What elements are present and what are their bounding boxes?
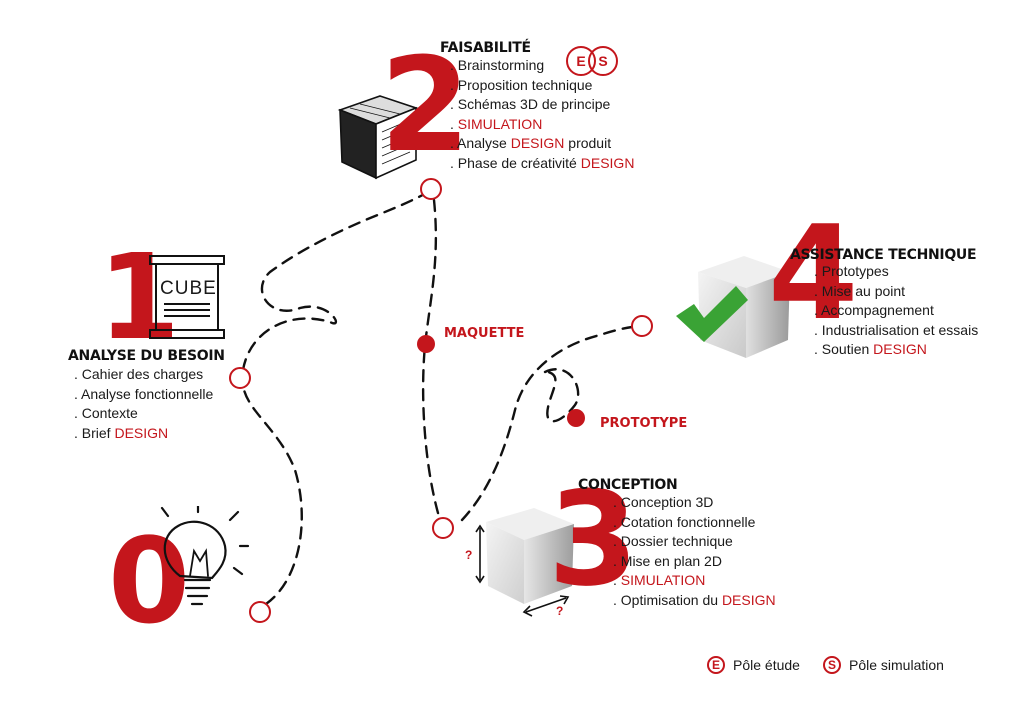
- step-4-list: . Prototypes . Mise au point . Accompagn…: [814, 262, 978, 360]
- sketch-cube-icon: [337, 95, 419, 180]
- step-3-item: . Conception 3D: [613, 494, 714, 510]
- phase-design: DESIGN: [580, 154, 635, 171]
- path-prototype-loop: [543, 368, 580, 423]
- path-2-to-3: [421, 198, 442, 522]
- step-4-block: ASSISTANCE TECHNIQUE . Prototypes . Mise…: [790, 247, 978, 360]
- soutien-prefix: . Soutien: [814, 341, 874, 357]
- cube-document-icon: [149, 255, 225, 339]
- path-node-step1: [229, 367, 251, 389]
- step-1-block: ANALYSE DU BESOIN . Cahier des charges .…: [68, 348, 225, 443]
- white-cube-icon: [475, 508, 574, 617]
- path-node-step3: [432, 517, 454, 539]
- simulation-red: SIMULATION: [620, 572, 706, 588]
- path-0-to-1: [241, 382, 303, 606]
- analyse-prefix: . Analyse: [450, 135, 511, 151]
- step-3-item-simulation: . SIMULATION: [613, 571, 776, 591]
- step-2-item: . Brainstorming: [450, 57, 545, 73]
- step-1-item: . Analyse fonctionnelle: [74, 385, 214, 402]
- step-4-item: . Prototypes: [814, 263, 889, 279]
- cube-label: CUBE: [160, 278, 217, 299]
- step-1-item-brief: . Brief DESIGN: [74, 424, 225, 444]
- badge-s-icon: S: [588, 46, 618, 76]
- brief-design: DESIGN: [114, 424, 169, 441]
- step-2-list: . Brainstorming . Proposition technique …: [450, 56, 634, 173]
- path-node-start: [249, 601, 271, 623]
- legend-e-icon: E: [707, 656, 725, 674]
- step-3-list: . Conception 3D . Cotation fonctionnelle…: [613, 493, 776, 610]
- step-1-item: . Cahier des charges: [74, 366, 204, 382]
- soutien-design: DESIGN: [873, 341, 927, 357]
- step-1-list: . Cahier des charges . Analyse fonctionn…: [74, 365, 225, 443]
- maquette-label: MAQUETTE: [444, 326, 525, 341]
- es-badge: E S: [566, 46, 626, 78]
- prototype-label: PROTOTYPE: [600, 416, 688, 431]
- step-1-title: ANALYSE DU BESOIN: [68, 348, 225, 364]
- step-4-item-soutien: . Soutien DESIGN: [814, 340, 978, 360]
- step-3-title: CONCEPTION: [578, 477, 678, 493]
- legend-label: Pôle étude: [733, 657, 800, 673]
- simulation-red: SIMULATION: [457, 115, 543, 132]
- step-3-item: . Cotation fonctionnelle: [613, 513, 756, 530]
- analyse-design: DESIGN: [510, 135, 565, 151]
- step-3-block: CONCEPTION . Conception 3D . Cotation fo…: [578, 477, 776, 610]
- optim-design: DESIGN: [721, 591, 776, 608]
- step-4-item: . Industrialisation et essais: [814, 321, 979, 338]
- step-3-number: 3: [548, 463, 638, 615]
- step-3-item: . Dossier technique: [613, 533, 733, 549]
- step-2-item: . Proposition technique: [450, 76, 593, 93]
- path-node-step2: [420, 178, 442, 200]
- step-2-item-simulation: . SIMULATION: [450, 115, 634, 135]
- step-2-number: 2: [380, 29, 470, 181]
- path-3-to-4: [460, 325, 634, 522]
- brief-prefix: . Brief: [74, 424, 115, 441]
- step-0-number: 0: [108, 512, 190, 650]
- step-1-number: 1: [98, 228, 180, 366]
- analyse-suffix: produit: [564, 135, 612, 151]
- legend-label: Pôle simulation: [849, 657, 944, 673]
- optim-prefix: . Optimisation du: [613, 591, 722, 608]
- check-icon: [676, 286, 748, 342]
- step-2-item-phase: . Phase de créativité DESIGN: [450, 154, 634, 174]
- step-1-item: . Contexte: [74, 405, 138, 421]
- lightbulb-icon: [160, 506, 250, 606]
- simulation-prefix: .: [450, 115, 458, 132]
- step-2-block: FAISABILITÉ . Brainstorming . Propositio…: [440, 40, 634, 173]
- path-node-step4: [631, 315, 653, 337]
- legend-item-etude: E Pôle étude: [707, 656, 800, 674]
- step-4-title: ASSISTANCE TECHNIQUE: [790, 247, 977, 263]
- path-1-to-2: [241, 190, 430, 372]
- step-2-item-analyse: . Analyse DESIGN produit: [450, 134, 634, 154]
- dim-mark-vertical: ?: [465, 548, 473, 562]
- step-4-item: . Accompagnement: [814, 302, 934, 318]
- step-4-number: 4: [768, 197, 858, 349]
- step-3-item: . Mise en plan 2D: [613, 552, 722, 569]
- step-2-title: FAISABILITÉ: [440, 40, 531, 56]
- legend-s-icon: S: [823, 656, 841, 674]
- prototype-dot: [567, 409, 585, 427]
- step-3-item-optim: . Optimisation du DESIGN: [613, 591, 776, 611]
- phase-prefix: . Phase de créativité: [450, 154, 581, 171]
- step-4-item: . Mise au point: [814, 282, 906, 299]
- legend-item-simulation: S Pôle simulation: [823, 656, 944, 674]
- step-2-item: . Schémas 3D de principe: [450, 96, 611, 112]
- maquette-dot: [417, 335, 435, 353]
- simulation-prefix: .: [613, 572, 621, 588]
- dim-mark-horizontal: ?: [556, 604, 564, 618]
